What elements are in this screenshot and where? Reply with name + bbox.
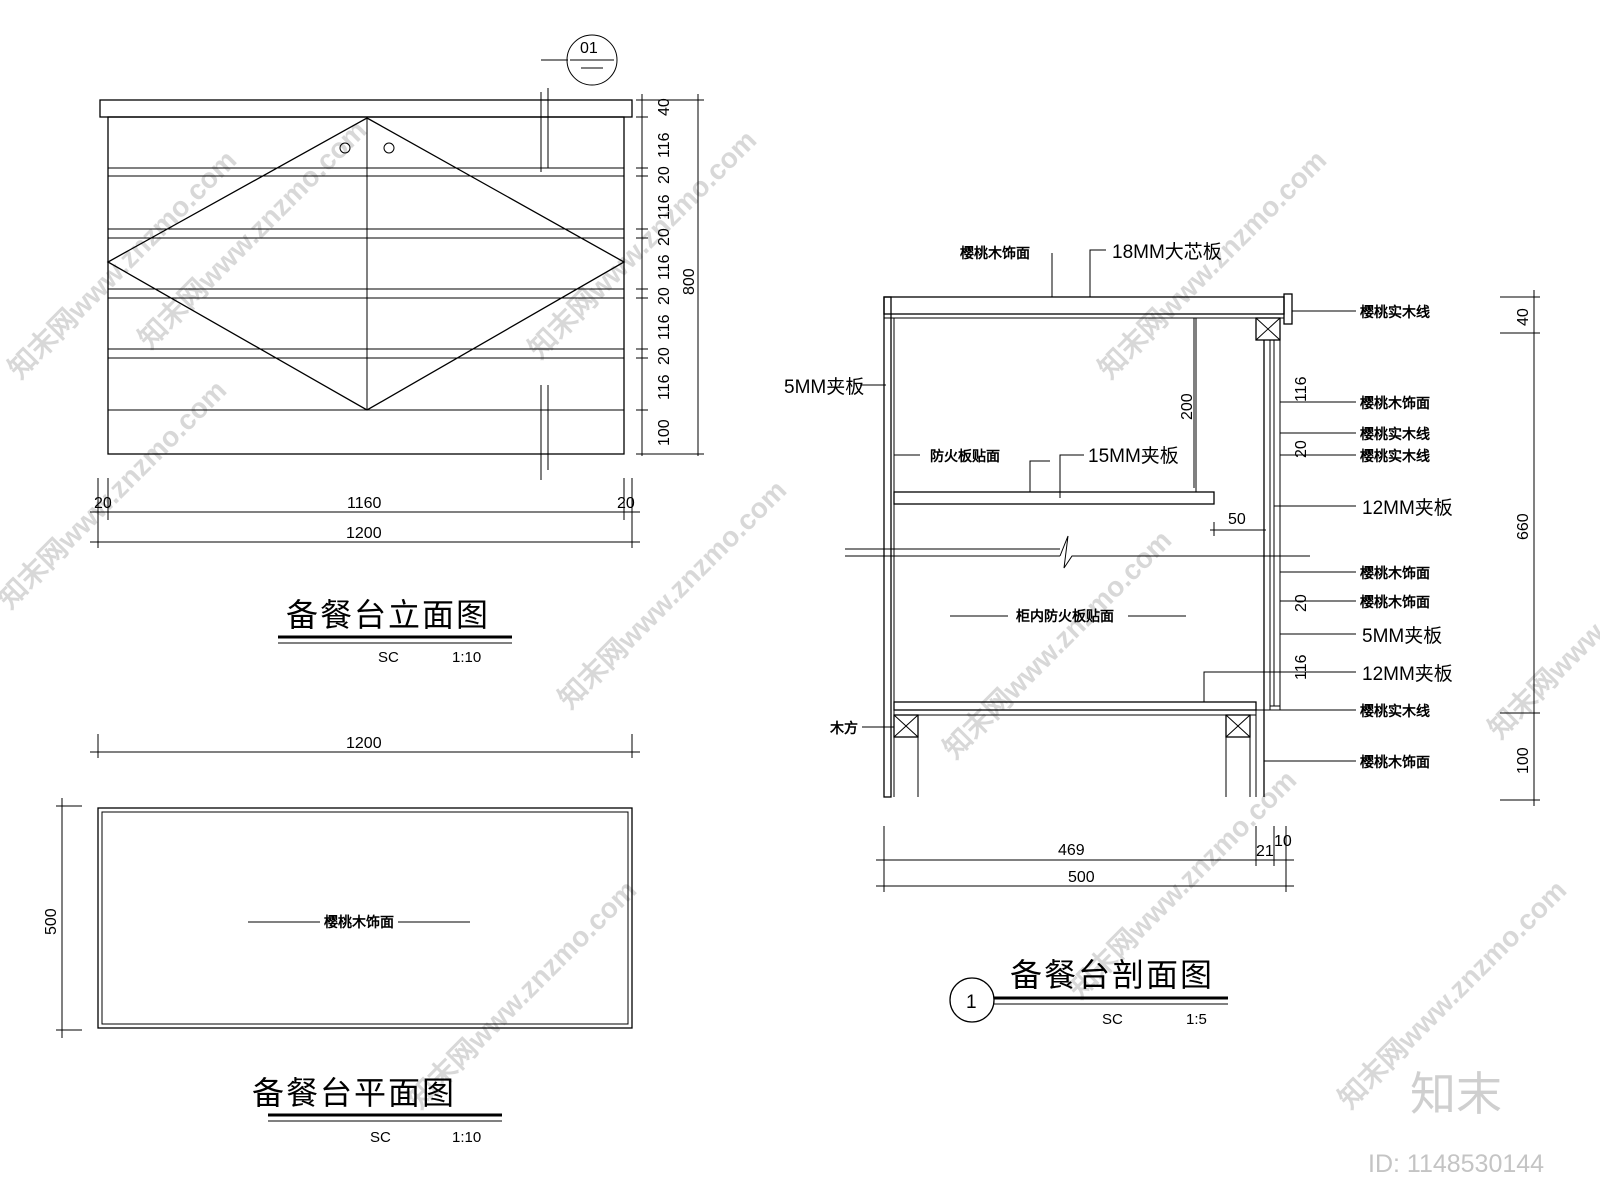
right-label: 樱桃木饰面 <box>1360 565 1430 582</box>
dim-label: 20 <box>656 287 673 305</box>
section-right-labels: 樱桃实木线 樱桃木饰面 樱桃实木线 樱桃实木线 12MM夹板 樱桃木饰面 樱桃木… <box>1258 304 1453 771</box>
elevation-title: 备餐台立面图 <box>286 596 490 634</box>
section-marker-number: 01 <box>580 40 598 57</box>
right-label: 樱桃实木线 <box>1360 426 1430 443</box>
dim-label: 20 <box>656 166 673 184</box>
elevation-body <box>107 116 625 455</box>
watermark-text: 知末网www.znzmo.com <box>1482 503 1600 744</box>
section-number: 1 <box>966 992 977 1013</box>
dim-left-margin: 20 <box>94 495 112 512</box>
section-bottom-board <box>893 701 1257 711</box>
plan-title: 备餐台平面图 <box>252 1074 456 1112</box>
elevation-scale-code: SC <box>378 649 399 666</box>
section-dim-right: 660 <box>1515 513 1532 540</box>
dim-label: 116 <box>656 194 673 220</box>
plan-surface-label: 樱桃木饰面 <box>324 914 394 931</box>
watermark-layer: 知末网www.znzmo.com 知末网www.znzmo.com 知末网www… <box>0 113 1600 1178</box>
right-label: 樱桃木饰面 <box>1360 594 1430 611</box>
elevation-dims-bottom: 20 1160 20 1200 <box>90 478 640 548</box>
section-dims-bottom: 469 21 10 500 <box>876 826 1294 892</box>
elevation-diamond <box>106 117 626 411</box>
front-dim: 20 <box>1293 594 1310 612</box>
dim-label: 20 <box>656 347 673 365</box>
elevation-knob-right <box>383 142 395 154</box>
section-scale-code: SC <box>1102 1011 1123 1028</box>
plan-dim-width: 1200 <box>346 735 382 752</box>
dim-label: 116 <box>656 314 673 340</box>
section-nosing-top <box>1255 317 1281 341</box>
elevation-top-slab <box>99 99 633 118</box>
plan-scale-code: SC <box>370 1129 391 1146</box>
dim-50: 50 <box>1228 511 1246 528</box>
plan-outline <box>97 807 633 1029</box>
watermark-text: 知末网www.znzmo.com <box>1092 143 1333 384</box>
section-title: 备餐台剖面图 <box>1010 956 1214 994</box>
plan-dim-depth: 500 <box>43 908 60 935</box>
section-top-board <box>883 296 1285 315</box>
section-timber-left <box>893 714 919 738</box>
section-marker <box>566 34 618 86</box>
plan-scale: 1:10 <box>452 1129 481 1146</box>
dim-label: 20 <box>656 228 673 246</box>
right-label: 5MM夹板 <box>1362 625 1442 647</box>
section-scale: 1:5 <box>1186 1011 1207 1028</box>
right-label: 樱桃木饰面 <box>1360 395 1430 412</box>
label-side-ply: 5MM夹板 <box>784 376 864 398</box>
elevation-bands <box>108 167 624 411</box>
dim-total-width: 1200 <box>346 525 382 542</box>
right-label: 樱桃实木线 <box>1360 703 1430 720</box>
plan-view: 1200 500 樱桃木饰面 备餐台平面图 SC 1:10 <box>43 734 640 1146</box>
dim-front-b: 10 <box>1274 833 1292 850</box>
elevation-view: 01 40 116 20 116 20 116 20 116 2 <box>90 34 704 666</box>
section-number-circle <box>949 977 995 1023</box>
section-shelf <box>893 491 1215 505</box>
label-inner-fire: 柜内防火板贴面 <box>1016 608 1114 625</box>
section-dim-right: 40 <box>1515 308 1532 326</box>
watermark-text: 知末网www.znzmo.com <box>937 523 1178 764</box>
label-top-finish: 樱桃木饰面 <box>960 245 1030 262</box>
dim-200: 200 <box>1179 393 1196 420</box>
label-core-board: 18MM大芯板 <box>1112 241 1222 263</box>
elevation-knob-left <box>339 142 351 154</box>
right-label: 樱桃实木线 <box>1360 448 1430 465</box>
right-label: 樱桃木饰面 <box>1360 754 1430 771</box>
dim-front-a: 21 <box>1256 843 1274 860</box>
label-fire-board: 防火板贴面 <box>930 448 1000 465</box>
dim-label: 116 <box>656 374 673 400</box>
section-view: 樱桃木饰面 18MM大芯板 5MM夹板 防火板贴面 15MM夹板 柜内防火板贴面… <box>784 241 1540 1028</box>
right-label: 12MM夹板 <box>1362 497 1453 519</box>
right-label: 樱桃实木线 <box>1360 304 1430 321</box>
elevation-dims-right: 40 116 20 116 20 116 20 116 20 116 100 8… <box>636 94 704 456</box>
label-shelf-ply: 15MM夹板 <box>1088 445 1179 467</box>
watermark-text: 知末网www.znzmo.com <box>552 473 793 714</box>
dim-total-depth: 500 <box>1068 869 1095 886</box>
brand-logo: 知末 <box>1410 1067 1502 1121</box>
dim-inner-width: 1160 <box>347 495 382 512</box>
section-dim-right: 100 <box>1515 747 1532 774</box>
dim-label: 116 <box>656 132 673 158</box>
front-dim: 20 <box>1293 440 1310 458</box>
front-dim: 116 <box>1293 654 1310 680</box>
dim-label: 100 <box>656 419 673 446</box>
plan-inner-outline <box>101 811 629 1025</box>
elevation-scale: 1:10 <box>452 649 481 666</box>
dim-right-margin: 20 <box>617 495 635 512</box>
dim-inner-depth: 469 <box>1058 842 1085 859</box>
section-dims-right: 40 660 100 <box>1500 290 1540 806</box>
dim-total-height: 800 <box>681 268 698 295</box>
right-label: 12MM夹板 <box>1362 663 1453 685</box>
image-id-label: ID: 1148530144 <box>1368 1150 1544 1178</box>
dim-label: 116 <box>656 254 673 280</box>
section-left-panel <box>883 296 892 798</box>
front-dim: 116 <box>1293 376 1310 402</box>
label-timber: 木方 <box>829 720 858 737</box>
dim-label: 40 <box>656 98 673 116</box>
